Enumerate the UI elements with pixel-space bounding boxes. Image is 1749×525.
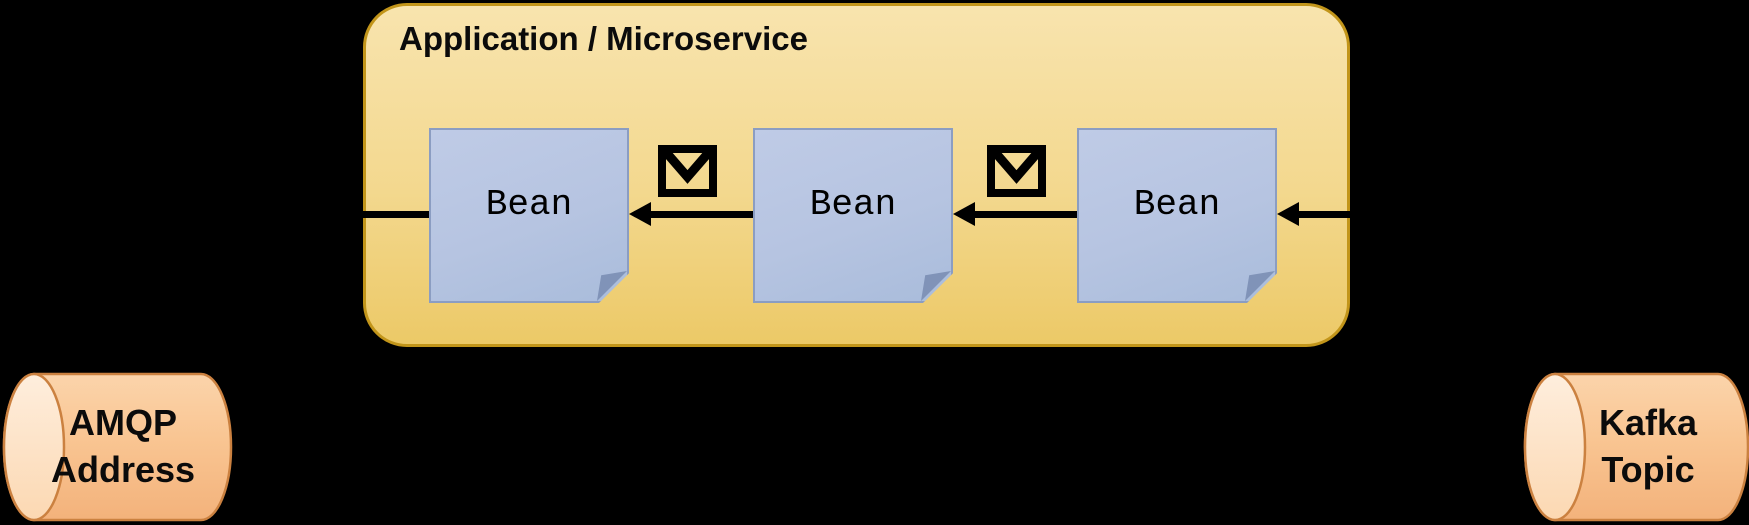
amqp-label-line1: AMQP — [69, 402, 177, 443]
left-arrowhead-icon — [1277, 202, 1299, 226]
left-arrowhead-icon — [953, 202, 975, 226]
bean-label: Bean — [809, 184, 897, 225]
arrow-line-from-kafka — [1299, 211, 1353, 218]
kafka-topic-cylinder-icon — [1523, 372, 1749, 522]
amqp-address-label: AMQP Address — [23, 371, 223, 521]
bean-box-1: Bean — [429, 128, 629, 303]
kafka-label-line2: Topic — [1601, 449, 1695, 490]
envelope-icon-glyph — [658, 145, 717, 197]
bean-label: Bean — [485, 184, 573, 225]
envelope-icon-glyph — [987, 145, 1046, 197]
bean-label: Bean — [1133, 184, 1221, 225]
arrow-line-bean3-to-bean2 — [975, 211, 1077, 218]
kafka-topic-label: Kafka Topic — [1548, 371, 1748, 521]
bean-box-2: Bean — [753, 128, 953, 303]
application-title: Application / Microservice — [399, 20, 808, 57]
arrow-line-to-amqp — [363, 211, 429, 218]
envelope-icon — [987, 145, 1046, 197]
arrow-line-bean2-to-bean1 — [651, 211, 753, 218]
left-arrowhead-icon — [629, 202, 651, 226]
kafka-label-line1: Kafka — [1598, 402, 1698, 443]
envelope-icon — [658, 145, 717, 197]
amqp-label-line2: Address — [50, 449, 196, 490]
amqp-queue-cylinder-icon — [2, 372, 233, 522]
bean-box-3: Bean — [1077, 128, 1277, 303]
